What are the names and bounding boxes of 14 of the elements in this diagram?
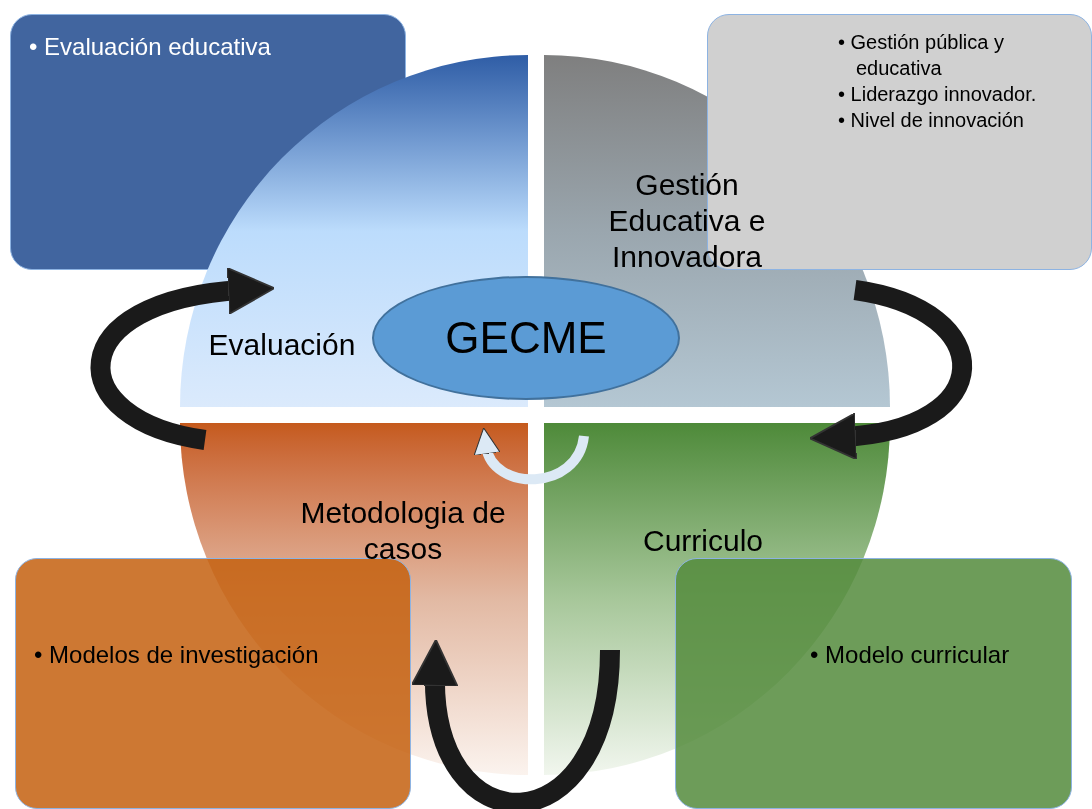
center-label: GECME bbox=[445, 312, 607, 364]
quadrant-label: Metodologia de casos bbox=[299, 495, 507, 567]
bullet-item: • Gestión pública y educativa bbox=[838, 30, 1005, 81]
bullet-item: • Liderazgo innovador. bbox=[838, 82, 1038, 107]
quadrant-label: Evaluación bbox=[207, 327, 357, 363]
bullet-item: • Modelos de investigación bbox=[34, 640, 319, 670]
note-box bbox=[675, 558, 1072, 809]
bullet-item: • Modelo curricular bbox=[810, 640, 1010, 670]
bullet-item: • Evaluación educativa bbox=[29, 32, 271, 62]
curved-arrow bbox=[475, 428, 589, 485]
bullet-item: • Nivel de innovación bbox=[838, 108, 1025, 133]
note-box bbox=[15, 558, 411, 809]
quadrant-label: Curriculo bbox=[642, 523, 764, 559]
quadrant-label: Gestión Educativa e Innovadora bbox=[607, 167, 767, 275]
